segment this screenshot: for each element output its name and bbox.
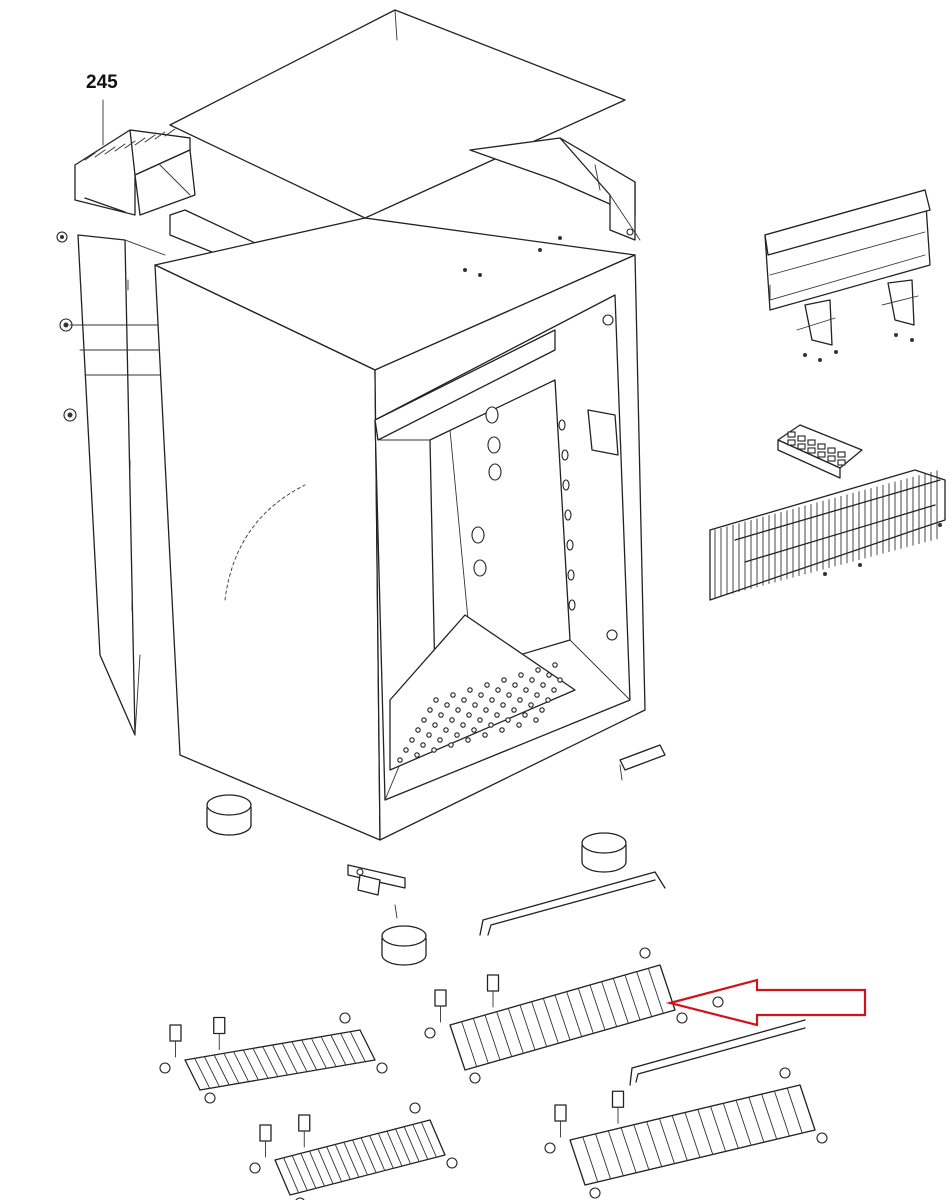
- wire-rods: [479, 871, 806, 1086]
- cabinet-body: [154, 217, 646, 841]
- shelf-bolt: [409, 1102, 421, 1114]
- shelf-clip: [486, 974, 500, 992]
- top-panel: [169, 9, 626, 219]
- shelf-bolt: [424, 1027, 436, 1039]
- shelf-clip: [434, 989, 447, 1007]
- shelf-bolt: [544, 1142, 556, 1154]
- cooling-unit: [709, 469, 946, 601]
- shelf-clip: [169, 1024, 182, 1042]
- shelf-bolt: [159, 1062, 171, 1074]
- shelf-bolt: [339, 1012, 351, 1024]
- shelf-bolt: [204, 1092, 216, 1104]
- shelf-clip: [213, 1016, 226, 1035]
- shelf-bolt: [376, 1062, 388, 1074]
- shelf-bolt: [639, 947, 651, 959]
- bottom-hinge: [347, 864, 406, 919]
- rear-rail: [469, 137, 641, 241]
- shelf-bolt: [712, 996, 724, 1008]
- shelf-rack-2: [424, 947, 688, 1084]
- shelf-bolt: [446, 1157, 458, 1169]
- shelf-clip: [554, 1104, 567, 1122]
- shelves: [159, 947, 828, 1200]
- shelf-rack-4: [544, 1067, 828, 1199]
- part-number-label: 245: [86, 72, 118, 93]
- shelf-clip: [259, 1124, 272, 1142]
- shelf-bolt: [249, 1162, 261, 1174]
- shelf-clip: [611, 1090, 625, 1108]
- shelf-rack-1: [159, 1012, 388, 1104]
- shelf-rack-3: [249, 1102, 458, 1200]
- shelf-bolt: [589, 1187, 601, 1199]
- right-hinge: [619, 744, 666, 781]
- shelf-bolt: [676, 1012, 688, 1024]
- vent-grille-part-245: [74, 128, 196, 216]
- foot-left: [206, 794, 252, 836]
- shelf-bolt: [816, 1132, 828, 1144]
- shelf-bolt: [469, 1072, 481, 1084]
- shelf-clip: [298, 1114, 311, 1132]
- shelf-bolt: [779, 1067, 791, 1079]
- ice-tray: [777, 424, 863, 479]
- left-side-panel: [56, 231, 361, 736]
- door-panel: [764, 189, 931, 362]
- foot-center: [381, 925, 427, 966]
- callout-arrow: [665, 978, 867, 1027]
- foot-right: [581, 832, 627, 873]
